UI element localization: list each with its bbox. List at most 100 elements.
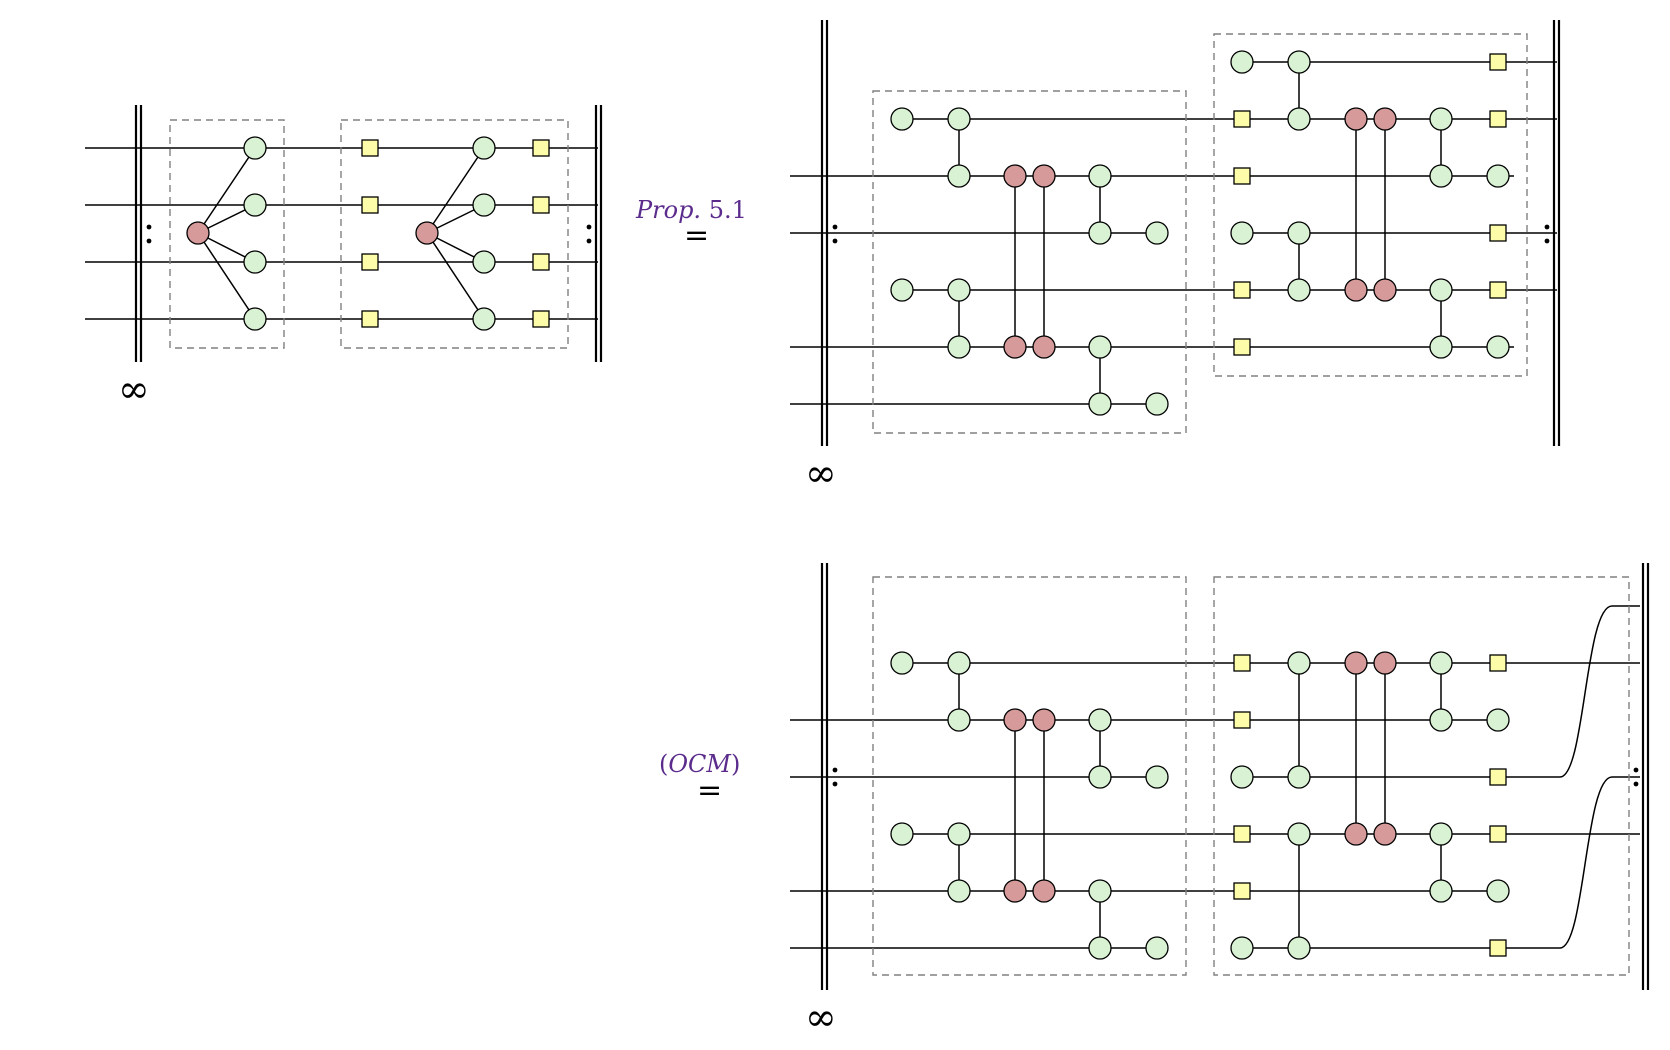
green-spider xyxy=(1145,765,1169,789)
green-spider xyxy=(1287,651,1311,675)
red-spider xyxy=(1032,335,1056,359)
green-spider xyxy=(1088,221,1112,245)
yellow-box xyxy=(1233,825,1251,843)
yellow-box xyxy=(1489,939,1507,957)
green-spider xyxy=(890,107,914,131)
yellow-box xyxy=(1233,167,1251,185)
red-spider xyxy=(1373,651,1397,675)
green-spider xyxy=(1287,221,1311,245)
red-spider xyxy=(1344,651,1368,675)
yellow-box xyxy=(532,196,550,214)
dashed-box xyxy=(1213,33,1528,377)
red-spider xyxy=(1032,708,1056,732)
red-spider xyxy=(1344,278,1368,302)
wire xyxy=(197,147,256,234)
green-spider xyxy=(1230,936,1254,960)
green-spider xyxy=(1287,107,1311,131)
dashed-box xyxy=(872,576,1187,976)
yellow-box xyxy=(1233,882,1251,900)
green-spider xyxy=(890,822,914,846)
green-spider xyxy=(1429,822,1453,846)
green-spider xyxy=(947,164,971,188)
equals-sign: = xyxy=(684,218,709,253)
green-spider xyxy=(1486,708,1510,732)
wire xyxy=(1559,605,1640,778)
green-spider xyxy=(947,708,971,732)
green-spider xyxy=(1230,765,1254,789)
yellow-box xyxy=(1233,711,1251,729)
green-spider xyxy=(1088,765,1112,789)
ellipsis-dot xyxy=(832,224,838,230)
ellipsis-dot xyxy=(1633,767,1639,773)
green-spider xyxy=(890,278,914,302)
green-spider xyxy=(243,136,267,160)
red-spider xyxy=(1003,335,1027,359)
yellow-box xyxy=(1489,281,1507,299)
ellipsis-dot xyxy=(1544,224,1550,230)
diagram-bottom-right: ∞ xyxy=(790,563,1650,1039)
yellow-box xyxy=(361,139,379,157)
green-spider xyxy=(1230,50,1254,74)
ellipsis-dot xyxy=(832,781,838,787)
wire xyxy=(197,232,256,320)
yellow-box xyxy=(532,310,550,328)
green-spider xyxy=(1429,107,1453,131)
wire xyxy=(426,147,485,234)
dashed-box xyxy=(340,119,569,349)
ellipsis-dot xyxy=(1544,238,1550,244)
green-spider xyxy=(1287,278,1311,302)
green-spider xyxy=(1230,221,1254,245)
red-spider xyxy=(415,221,439,245)
diagram-top-right: ∞ xyxy=(790,20,1561,495)
green-spider xyxy=(1088,879,1112,903)
green-spider xyxy=(947,107,971,131)
green-spider xyxy=(1145,936,1169,960)
red-spider xyxy=(1003,164,1027,188)
green-spider xyxy=(890,651,914,675)
green-spider xyxy=(1429,879,1453,903)
green-spider xyxy=(1088,164,1112,188)
yellow-box xyxy=(361,196,379,214)
svg-text:(OCM): (OCM) xyxy=(659,750,740,778)
green-spider xyxy=(947,879,971,903)
yellow-box xyxy=(361,253,379,271)
yellow-box xyxy=(1233,281,1251,299)
green-spider xyxy=(1088,708,1112,732)
green-spider xyxy=(947,651,971,675)
green-spider xyxy=(1486,879,1510,903)
yellow-box xyxy=(1489,53,1507,71)
green-spider xyxy=(472,193,496,217)
prop-label: Prop. xyxy=(635,196,701,224)
ellipsis-dot xyxy=(832,767,838,773)
yellow-box xyxy=(1489,825,1507,843)
green-spider xyxy=(947,822,971,846)
green-spider xyxy=(1088,392,1112,416)
prop-number: 5.1 xyxy=(701,196,747,224)
dashed-box xyxy=(169,119,285,349)
infinity-label: ∞ xyxy=(805,451,837,495)
red-spider xyxy=(1373,107,1397,131)
green-spider xyxy=(243,193,267,217)
green-spider xyxy=(1287,936,1311,960)
equation-prop-5-1: Prop. 5.1 = xyxy=(635,196,747,253)
green-spider xyxy=(1287,765,1311,789)
green-spider xyxy=(243,307,267,331)
svg-text:Prop. 5.1: Prop. 5.1 xyxy=(635,196,747,224)
red-spider xyxy=(1373,822,1397,846)
green-spider xyxy=(1429,278,1453,302)
ellipsis-dot xyxy=(832,238,838,244)
diagram-left: ∞ xyxy=(85,105,603,411)
infinity-label: ∞ xyxy=(118,367,150,411)
equals-sign: = xyxy=(697,773,722,808)
red-spider xyxy=(1373,278,1397,302)
ellipsis-dot xyxy=(146,224,152,230)
green-spider xyxy=(1429,708,1453,732)
yellow-box xyxy=(1489,768,1507,786)
red-spider xyxy=(1344,822,1368,846)
yellow-box xyxy=(532,139,550,157)
equation-ocm: (OCM) = xyxy=(659,750,740,808)
green-spider xyxy=(1429,651,1453,675)
yellow-box xyxy=(1233,110,1251,128)
wire xyxy=(1559,776,1640,949)
